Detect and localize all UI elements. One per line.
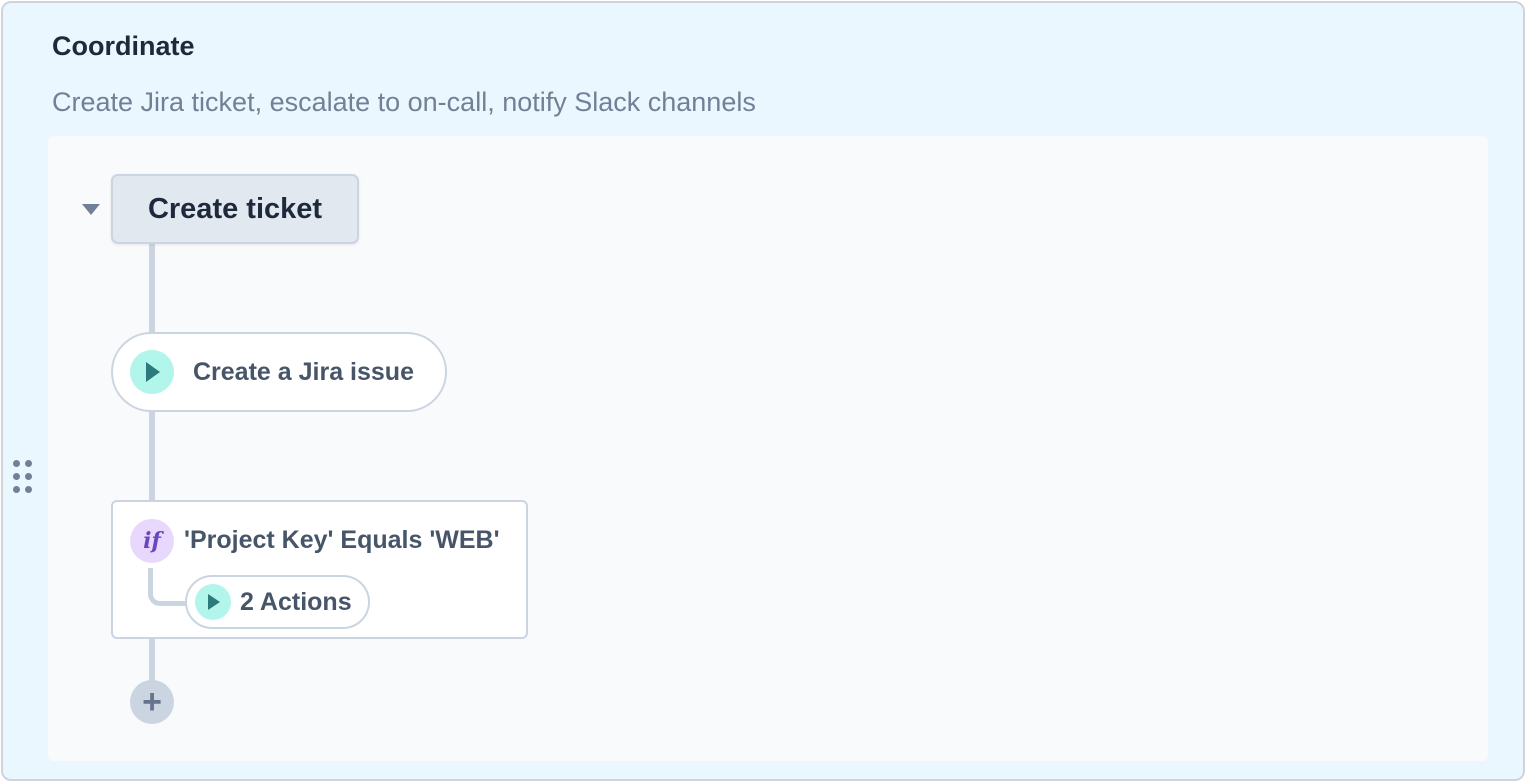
actions-count-label: 2 Actions <box>240 587 352 616</box>
group-create-ticket[interactable]: Create ticket <box>111 174 359 244</box>
add-step-button[interactable]: + <box>130 680 174 724</box>
play-icon <box>130 350 174 394</box>
group-label: Create ticket <box>147 192 323 225</box>
drag-handle-icon[interactable] <box>12 460 34 496</box>
step-label: Create a Jira issue <box>193 357 414 386</box>
connector-line <box>149 410 155 502</box>
if-icon: if <box>130 519 174 563</box>
condition-label: 'Project Key' Equals 'WEB' <box>184 526 500 554</box>
section-title: Coordinate <box>52 31 195 61</box>
play-icon <box>195 584 231 620</box>
connector-line <box>149 637 155 682</box>
section-description: Create Jira ticket, escalate to on-call,… <box>52 87 756 117</box>
branch-connector <box>148 568 188 606</box>
step-create-jira-issue[interactable]: Create a Jira issue <box>111 332 447 412</box>
plus-icon: + <box>142 683 162 721</box>
collapse-caret-icon[interactable] <box>82 204 100 215</box>
condition-block[interactable]: if 'Project Key' Equals 'WEB' 2 Actions <box>111 500 528 639</box>
actions-pill[interactable]: 2 Actions <box>185 575 370 629</box>
connector-line <box>149 242 155 334</box>
